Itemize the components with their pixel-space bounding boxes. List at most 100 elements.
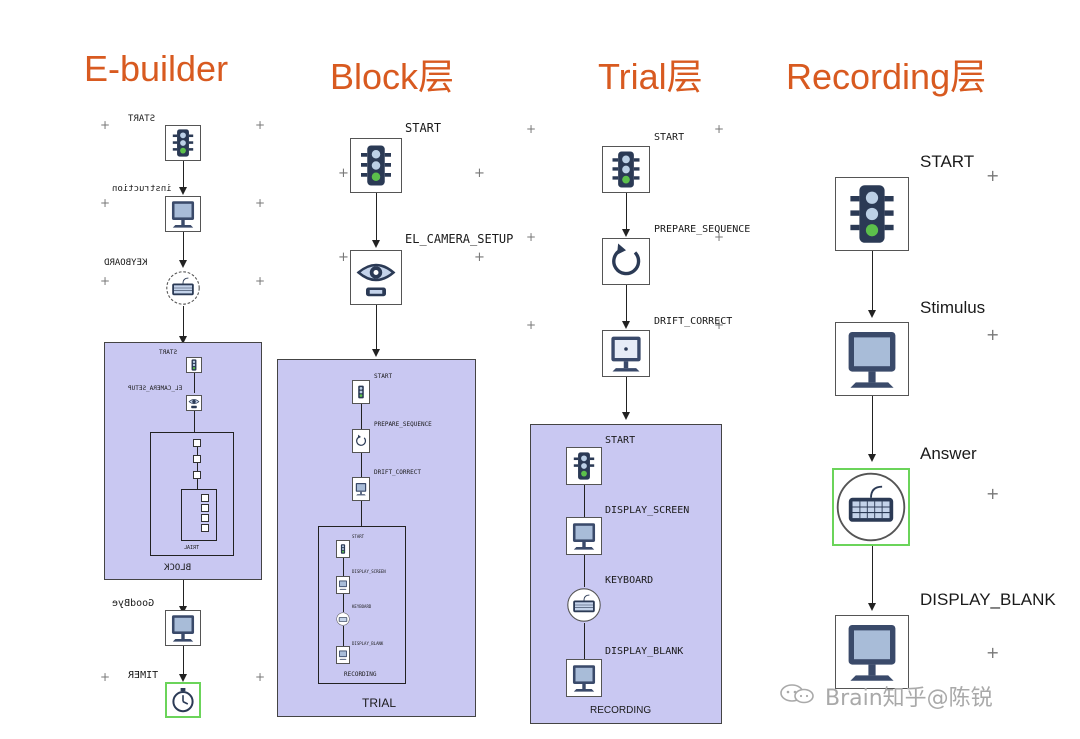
- rec-start-node[interactable]: [835, 177, 909, 251]
- trial-drift-node[interactable]: [602, 330, 650, 377]
- rec-display-blank-node[interactable]: [835, 615, 909, 689]
- trial-inner-keyboard-node[interactable]: [566, 587, 602, 623]
- rec-display-blank-label: DISPLAY_BLANK: [920, 590, 1056, 609]
- block-inner2-display-screen-node[interactable]: [336, 576, 350, 594]
- eb-instruction-label: instruction: [112, 184, 172, 194]
- grid-plus: +: [474, 250, 485, 265]
- grid-plus: +: [526, 318, 537, 332]
- grid-plus: +: [100, 670, 111, 684]
- block-inner2-display-blank-node[interactable]: [336, 646, 350, 664]
- block-trial-label: TRIAL: [362, 696, 397, 710]
- connector: [584, 555, 585, 587]
- keyboard-icon: [336, 612, 350, 626]
- traffic-light-icon: [850, 185, 894, 243]
- traffic-light-icon: [358, 385, 364, 399]
- block-inner-start-node[interactable]: [352, 380, 370, 404]
- block-inner2-start-label: START: [352, 534, 365, 539]
- grid-plus: +: [986, 325, 1000, 344]
- connector: [626, 285, 627, 321]
- block-inner2-start-node[interactable]: [336, 540, 350, 558]
- eb-inner-start-node[interactable]: [186, 357, 202, 373]
- block-inner2-display-blank-label: DISPLAY_BLANK: [352, 641, 384, 646]
- trial-recording-label: RECORDING: [590, 705, 652, 716]
- grid-plus: +: [526, 122, 537, 136]
- monitor-icon: [339, 580, 347, 590]
- rec-stimulus-node[interactable]: [835, 322, 909, 396]
- connector: [872, 251, 873, 310]
- block-start-label: START: [405, 121, 442, 135]
- trial-prepare-node[interactable]: [602, 238, 650, 285]
- monitor-icon: [572, 665, 596, 692]
- grid-plus: +: [526, 230, 537, 244]
- rec-stimulus-label: Stimulus: [920, 298, 986, 317]
- eb-goodbye-node[interactable]: [165, 610, 201, 646]
- grid-plus: +: [986, 484, 1000, 503]
- eb-keyboard-node[interactable]: [165, 270, 201, 306]
- rec-answer-label: Answer: [920, 444, 977, 463]
- block-trial-container[interactable]: [277, 359, 476, 717]
- block-recording-container[interactable]: [318, 526, 406, 684]
- connector: [361, 501, 362, 526]
- trial-recording-container[interactable]: [530, 424, 722, 724]
- eb-trial-container[interactable]: [150, 432, 234, 556]
- eb-instruction-node[interactable]: [165, 196, 201, 232]
- keyboard-icon: [836, 472, 906, 542]
- trial-inner-display-blank-node[interactable]: [566, 659, 602, 697]
- connector: [584, 485, 585, 517]
- block-inner-drift-node[interactable]: [352, 477, 370, 501]
- monitor-icon: [848, 625, 896, 681]
- trial-start-node[interactable]: [602, 146, 650, 193]
- eb-keyboard-label: KEYBOARD: [104, 258, 148, 268]
- connector: [343, 558, 344, 576]
- block-start-node[interactable]: [350, 138, 402, 193]
- eb-inner-camera-node[interactable]: [186, 395, 202, 411]
- eb-inner-start-label: START: [159, 349, 178, 356]
- traffic-light-icon: [612, 151, 640, 188]
- connector: [872, 396, 873, 454]
- trial-inner-display-screen-node[interactable]: [566, 517, 602, 555]
- rec-answer-node[interactable]: [832, 468, 910, 546]
- connector: [197, 463, 198, 471]
- connector: [183, 232, 184, 260]
- monitor-icon: [572, 523, 596, 550]
- arrowhead: [868, 603, 876, 611]
- refresh-icon: [612, 243, 641, 276]
- arrowhead: [179, 336, 187, 344]
- arrowhead: [372, 349, 380, 357]
- trial-inner-start-node[interactable]: [566, 447, 602, 485]
- block-inner-prepare-node[interactable]: [352, 429, 370, 453]
- grid-plus: +: [338, 166, 349, 181]
- connector: [626, 193, 627, 229]
- eb-timer-node[interactable]: [165, 682, 201, 718]
- monitor-icon: [339, 650, 347, 660]
- connector: [183, 646, 184, 674]
- connector: [197, 447, 198, 455]
- arrowhead: [622, 321, 630, 329]
- connector: [183, 306, 184, 336]
- trial-layer-title: Trial层: [598, 56, 703, 97]
- eb-start-node[interactable]: [165, 125, 201, 161]
- block-inner2-keyboard-node[interactable]: [336, 612, 350, 626]
- keyboard-icon: [166, 271, 200, 305]
- connector: [584, 623, 585, 659]
- trial-drift-label: DRIFT_CORRECT: [654, 316, 733, 327]
- grid-plus: +: [255, 274, 266, 288]
- watermark-text: Brain知乎@陈锐: [825, 686, 993, 711]
- connector: [376, 193, 377, 240]
- block-inner-start-label: START: [374, 373, 393, 380]
- block-layer-title: Block层: [330, 56, 455, 97]
- trial-inner-display-blank-label: DISPLAY_BLANK: [605, 646, 684, 657]
- keyboard-icon: [567, 588, 601, 622]
- block-camera-node[interactable]: [350, 250, 402, 305]
- connector: [361, 404, 362, 429]
- eb-recording-container[interactable]: [181, 489, 217, 541]
- monitor-icon: [848, 332, 896, 388]
- grid-plus: +: [474, 166, 485, 181]
- eb-timer-label: TIMER: [128, 670, 159, 681]
- grid-plus: +: [714, 230, 725, 244]
- arrowhead: [868, 454, 876, 462]
- trial-start-label: START: [654, 132, 685, 143]
- eb-goodbye-label: GoodBye: [112, 598, 155, 609]
- eb-block-label: BLOCK: [164, 563, 192, 573]
- arrowhead: [372, 240, 380, 248]
